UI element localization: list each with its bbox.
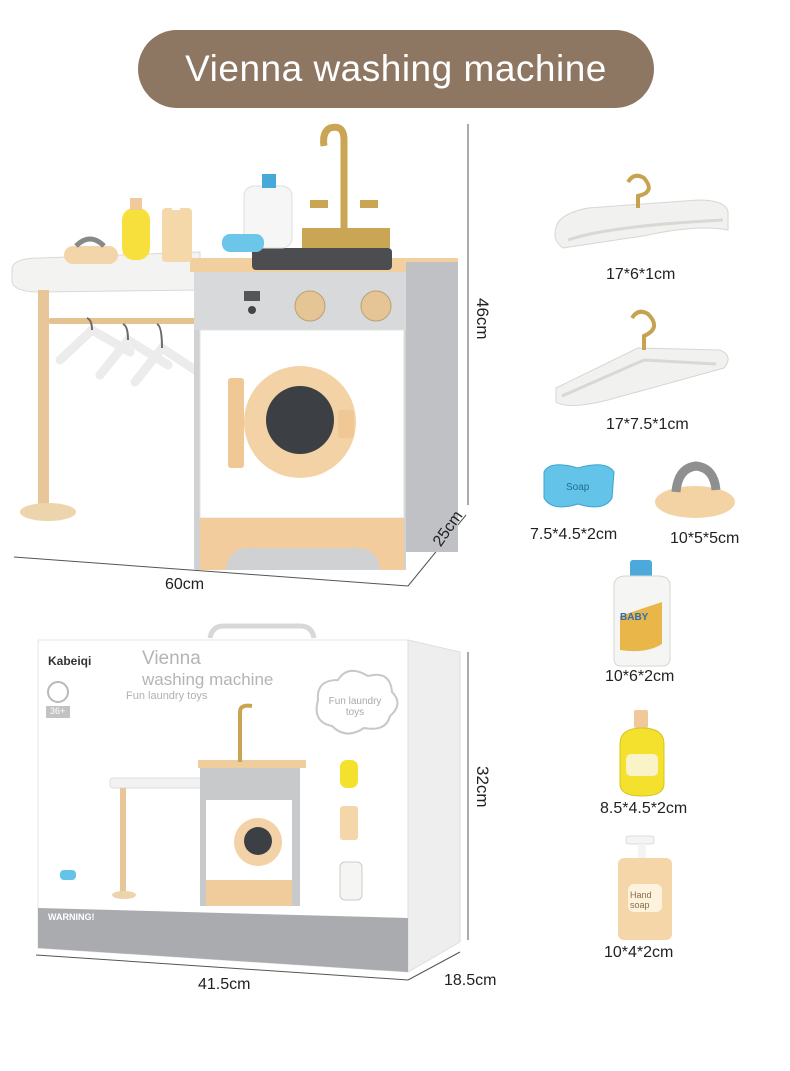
hanger-small-size: 17*6*1cm xyxy=(606,266,676,283)
box-dimension-lines xyxy=(35,652,469,981)
box-depth-label: 18.5cm xyxy=(444,972,497,989)
packaging-box-illustration xyxy=(37,623,461,973)
iron-icon xyxy=(655,461,735,518)
box-name-line2: washing machine xyxy=(142,670,274,689)
product-illustration xyxy=(11,123,469,587)
detergent-label: BABY xyxy=(620,612,649,623)
soap-label: Soap xyxy=(566,482,590,493)
box-height-label: 32cm xyxy=(473,766,492,808)
hanger-small-icon xyxy=(554,173,729,249)
page-title: Vienna washing machine xyxy=(185,48,607,89)
yellow-bottle-icon xyxy=(619,710,665,797)
hand-soap-pump-size: 10*4*2cm xyxy=(604,944,674,961)
soap-bar-icon xyxy=(543,464,615,508)
detergent-bottle-icon xyxy=(613,560,671,667)
hanger-large-size: 17*7.5*1cm xyxy=(606,416,689,433)
box-warning: WARNING! xyxy=(48,912,95,922)
box-width-label: 41.5cm xyxy=(198,976,251,993)
detergent-bottle-size: 10*6*2cm xyxy=(605,668,675,685)
box-subtitle: Fun laundry toys xyxy=(126,690,208,702)
hanger-large-icon xyxy=(555,309,729,406)
hand-soap-label: Hand soap xyxy=(630,890,652,910)
box-brand: Kabeiqi xyxy=(48,654,92,668)
box-name-line1: Vienna xyxy=(142,648,201,669)
box-badge: Fun laundry toys xyxy=(328,696,382,718)
product-height-label: 46cm xyxy=(473,298,492,340)
yellow-bottle-size: 8.5*4.5*2cm xyxy=(600,800,688,817)
page-title-banner: Vienna washing machine xyxy=(138,30,654,108)
product-width-label: 60cm xyxy=(165,576,205,593)
iron-size: 10*5*5cm xyxy=(670,530,740,547)
box-age-badge: 36+ xyxy=(50,706,66,716)
soap-bar-size: 7.5*4.5*2cm xyxy=(530,526,618,543)
hand-soap-pump-icon xyxy=(618,835,672,940)
